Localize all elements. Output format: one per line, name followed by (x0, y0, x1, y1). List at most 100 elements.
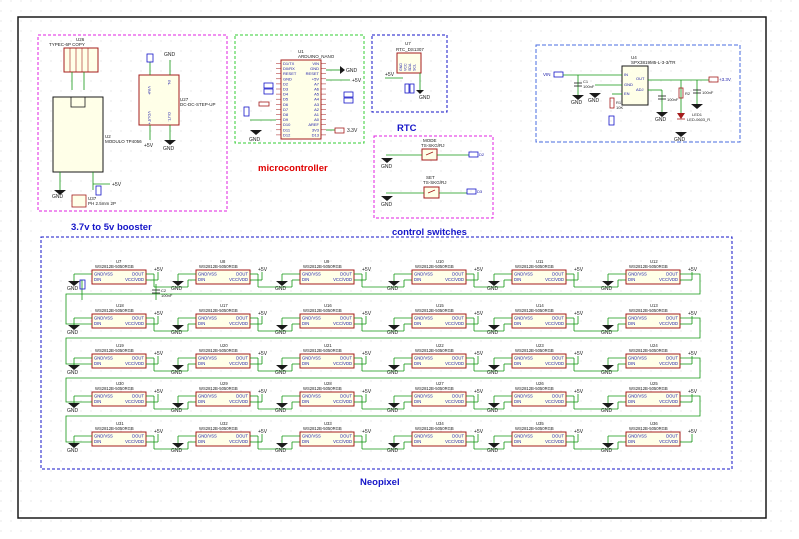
neopixel-pin-vcc: VCC/VDD (545, 439, 564, 444)
tp4056-module[interactable]: U2 MODULO TP4056 GND +5V (52, 96, 142, 200)
neopixel-gnd-label: GND (171, 408, 183, 414)
neopixel-pin-dout: DOUT (340, 356, 352, 361)
neopixel-pin-dout: DOUT (132, 272, 144, 277)
neopixel-body (411, 353, 467, 369)
battery-connector[interactable]: U37 PH 2.5mm 2P (71, 185, 116, 208)
neopixel-body (91, 391, 147, 407)
neopixel-pin-vcc: VCC/VDD (125, 439, 144, 444)
neopixel-5v-label: +5V (574, 389, 584, 395)
neopixel-pin-dout: DOUT (666, 394, 678, 399)
neopixel-pin-dout: DOUT (666, 272, 678, 277)
set-net-label: D3 (477, 189, 483, 194)
row-link-wire[interactable] (65, 273, 701, 325)
neopixel-value: WS2812B-5050RGB (515, 264, 554, 269)
neopixel-pin-gnd: GND/VSS (198, 434, 217, 439)
neopixel-pin-dout: DOUT (666, 434, 678, 439)
reg-3v3-label: +3.3V (719, 77, 731, 82)
neopixel-led[interactable]: U30WS2812B-5050RGBGND/VSSDINDOUTVCC/VDDG… (67, 381, 196, 414)
nano-left-pin: D2 (283, 81, 289, 86)
r1-label: R1 (616, 100, 622, 105)
c-out-value: 100nF (702, 90, 714, 95)
neopixel-pin-din: DIN (628, 399, 635, 404)
neopixel-led[interactable]: U20WS2812B-5050RGBGND/VSSDINDOUTVCC/VDDG… (171, 343, 300, 376)
set-switch[interactable]: SET TS-SKG/RJ D3 GND (381, 175, 483, 208)
neopixel-ref: U25 (650, 381, 658, 386)
neopixel-led[interactable]: U9WS2812B-5050RGBGND/VSSDINDOUTVCC/VDDGN… (275, 259, 412, 292)
regulator-group-box[interactable] (535, 44, 741, 143)
row-link-wire[interactable] (65, 357, 701, 403)
converter-gnd-bottom: GND (163, 146, 175, 152)
neopixel-group-box[interactable] (40, 236, 733, 470)
neopixel-led[interactable]: U8WS2812B-5050RGBGND/VSSDINDOUTVCC/VDDGN… (171, 259, 300, 292)
nano-right-pin: D13 (312, 132, 320, 137)
neopixel-led[interactable]: U10WS2812B-5050RGBGND/VSSDINDOUTVCC/VDDG… (387, 259, 512, 292)
neopixel-pin-dout: DOUT (452, 272, 464, 277)
neopixel-led[interactable]: U32WS2812B-5050RGBGND/VSSDINDOUTVCC/VDDG… (171, 421, 300, 454)
micro-group-box[interactable] (234, 34, 365, 144)
neopixel-led[interactable]: U27WS2812B-5050RGBGND/VSSDINDOUTVCC/VDDG… (387, 381, 512, 414)
neopixel-gnd-label: GND (487, 448, 499, 454)
neopixel-led[interactable]: U16WS2812B-5050RGBGND/VSSDINDOUTVCC/VDDG… (275, 303, 412, 336)
neopixel-led[interactable]: U12WS2812B-5050RGBGND/VSSDINDOUTVCC/VDDG… (601, 259, 698, 292)
nano-ref: U1 (298, 49, 304, 54)
neopixel-led[interactable]: U34WS2812B-5050RGBGND/VSSDINDOUTVCC/VDDG… (387, 421, 512, 454)
neopixel-pin-dout: DOUT (666, 356, 678, 361)
neopixel-led[interactable]: U35WS2812B-5050RGBGND/VSSDINDOUTVCC/VDDG… (487, 421, 626, 454)
neopixel-led[interactable]: U15WS2812B-5050RGBGND/VSSDINDOUTVCC/VDDG… (387, 303, 512, 336)
neopixel-body (511, 269, 567, 285)
neopixel-pin-din: DIN (414, 277, 421, 282)
neopixel-led[interactable]: U25WS2812B-5050RGBGND/VSSDINDOUTVCC/VDDG… (601, 381, 698, 414)
neopixel-value: WS2812B-5050RGB (95, 264, 134, 269)
neopixel-gnd-label: GND (387, 370, 399, 376)
neopixel-value: WS2812B-5050RGB (515, 386, 554, 391)
rtc-group-box[interactable] (371, 34, 448, 113)
mode-net-label: D2 (479, 152, 485, 157)
neopixel-led[interactable]: U14WS2812B-5050RGBGND/VSSDINDOUTVCC/VDDG… (487, 303, 626, 336)
booster-group-box[interactable] (37, 34, 228, 212)
regulator-body (621, 65, 649, 106)
neopixel-input-port[interactable] (79, 279, 86, 290)
neopixel-led[interactable]: U31WS2812B-5050RGBGND/VSSDINDOUTVCC/VDDG… (67, 421, 196, 454)
neopixel-led[interactable]: U36WS2812B-5050RGBGND/VSSDINDOUTVCC/VDDG… (601, 421, 698, 454)
neopixel-pin-dout: DOUT (452, 434, 464, 439)
neopixel-gnd-label: GND (601, 330, 613, 336)
neopixel-led[interactable]: U28WS2812B-5050RGBGND/VSSDINDOUTVCC/VDDG… (275, 381, 412, 414)
ldo-regulator[interactable]: U4 SPX3819M5-L-3-3/TR IN GND EN OUT ADJ … (543, 55, 731, 143)
nano-right-pin: VIN (312, 61, 319, 66)
neopixel-led[interactable]: U29WS2812B-5050RGBGND/VSSDINDOUTVCC/VDDG… (171, 381, 300, 414)
step-up-converter[interactable]: U27 DC-DC-STEP-UP VIN+ VOUT+ IN- OUT- GN… (138, 52, 216, 152)
neopixel-5v-label: +5V (362, 351, 372, 357)
neopixel-pin-din: DIN (628, 321, 635, 326)
row-link-wire[interactable] (65, 317, 701, 365)
neopixel-pin-din: DIN (514, 361, 521, 366)
neopixel-led[interactable]: U24WS2812B-5050RGBGND/VSSDINDOUTVCC/VDDG… (601, 343, 698, 376)
neopixel-led[interactable]: U13WS2812B-5050RGBGND/VSSDINDOUTVCC/VDDG… (601, 303, 698, 336)
neopixel-led[interactable]: U33WS2812B-5050RGBGND/VSSDINDOUTVCC/VDDG… (275, 421, 412, 454)
nano-left-pin: D10 (283, 122, 291, 127)
neopixel-ref: U20 (220, 343, 228, 348)
neopixel-led[interactable]: U18WS2812B-5050RGBGND/VSSDINDOUTVCC/VDDG… (67, 303, 196, 336)
neopixel-led[interactable]: U22WS2812B-5050RGBGND/VSSDINDOUTVCC/VDDG… (387, 343, 512, 376)
neopixel-led[interactable]: U23WS2812B-5050RGBGND/VSSDINDOUTVCC/VDDG… (487, 343, 626, 376)
neopixel-led[interactable]: U26WS2812B-5050RGBGND/VSSDINDOUTVCC/VDDG… (487, 381, 626, 414)
neopixel-value: WS2812B-5050RGB (303, 426, 342, 431)
neopixel-gnd-label: GND (275, 286, 287, 292)
rtc-pin: VCC (404, 63, 408, 71)
neopixel-led[interactable]: U7WS2812B-5050RGBGND/VSSDINDOUTVCC/VDDGN… (67, 259, 196, 292)
arduino-nano[interactable]: U1 ARDUINO_NANO D1/TXD0/RXRESETGNDD2D3D4… (243, 49, 362, 143)
neopixel-led[interactable]: U17WS2812B-5050RGBGND/VSSDINDOUTVCC/VDDG… (171, 303, 300, 336)
neopixel-led[interactable]: U21WS2812B-5050RGBGND/VSSDINDOUTVCC/VDDG… (275, 343, 412, 376)
mode-switch[interactable]: MODE TS-SKG/RJ D2 GND (381, 138, 485, 170)
neopixel-led[interactable]: U11WS2812B-5050RGBGND/VSSDINDOUTVCC/VDDG… (487, 259, 626, 292)
neopixel-value: WS2812B-5050RGB (629, 386, 668, 391)
neopixel-5v-label: +5V (258, 267, 268, 273)
row-link-wire[interactable] (65, 395, 701, 443)
neopixel-pin-gnd: GND/VSS (94, 356, 113, 361)
neopixel-gnd-label: GND (171, 286, 183, 292)
neopixel-array[interactable]: U7WS2812B-5050RGBGND/VSSDINDOUTVCC/VDDGN… (65, 259, 701, 454)
control-group-box[interactable] (373, 135, 494, 219)
usb-connector[interactable]: U26 TYPEC-6P COPY (49, 37, 99, 90)
